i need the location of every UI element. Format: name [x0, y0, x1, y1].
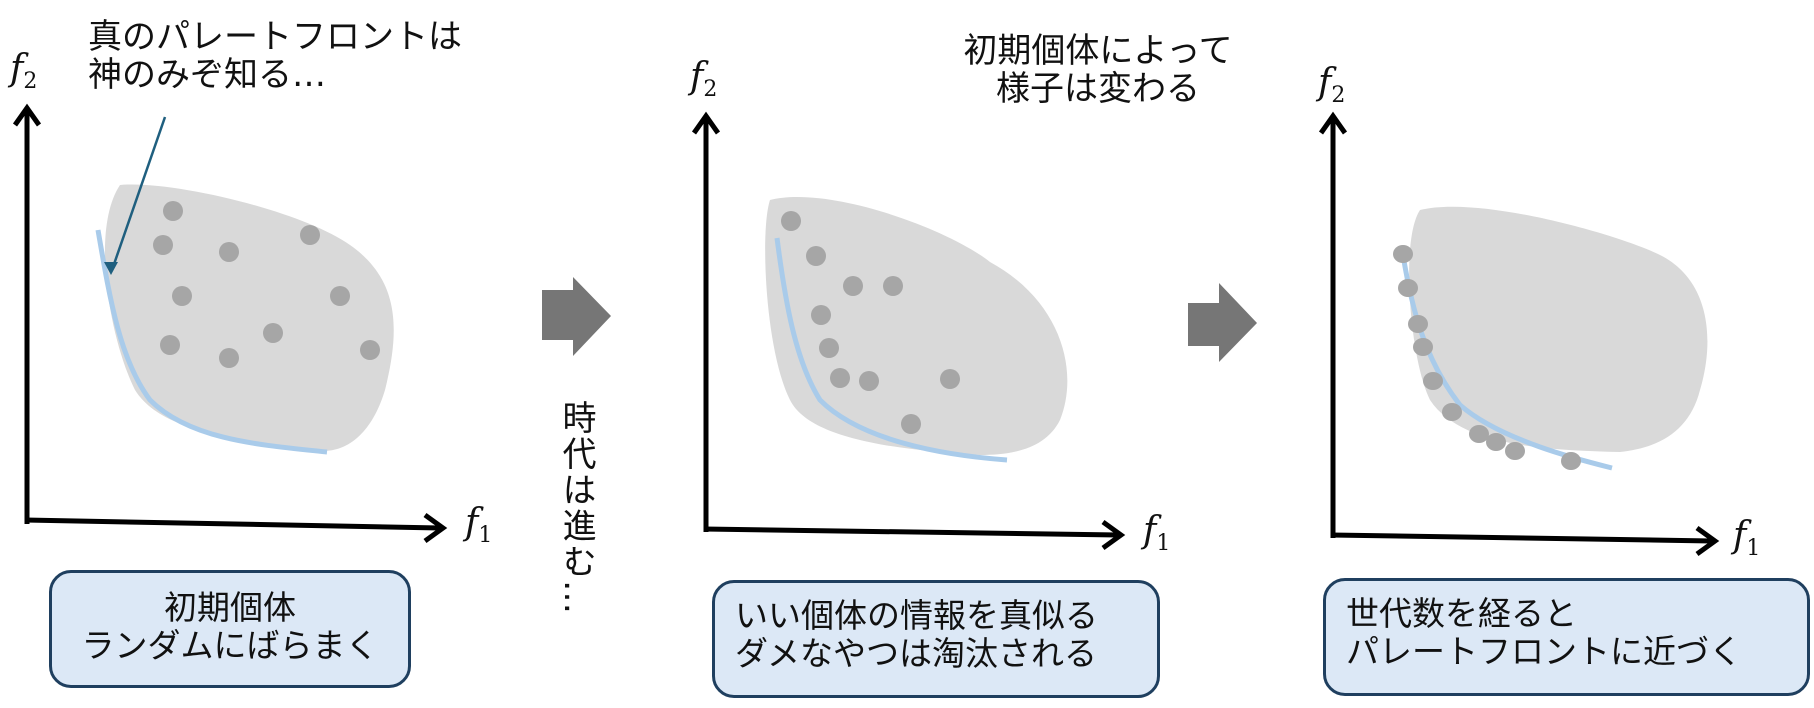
pareto-front-line — [774, 237, 1008, 463]
panel-2-x-axis-label: f1 — [1143, 510, 1171, 557]
pareto-front-line — [95, 229, 328, 455]
pointer-arrow — [110, 116, 167, 271]
panel-3-y-axis-label: f2 — [1318, 62, 1346, 109]
feasible-region — [1409, 206, 1708, 452]
progress-arrow-1 — [542, 277, 611, 356]
panel-2-caption-box: いい個体の情報を真似る ダメなやつは淘汰される — [712, 580, 1160, 698]
panel-2-y-axis-label: f2 — [690, 56, 718, 103]
population-dots — [153, 201, 380, 368]
panel-1-x-axis-label: f1 — [465, 502, 493, 549]
panel-3-caption-box: 世代数を経ると パレートフロントに近づく — [1323, 578, 1810, 696]
feasible-region — [765, 197, 1068, 455]
panel-2-plot — [691, 111, 1126, 551]
initial-dependence-annotation: 初期個体によって 様子は変わる — [963, 31, 1233, 109]
panel-1-plot — [12, 103, 448, 544]
panel-1-y-axis-label: f2 — [10, 48, 38, 95]
panel-3-x-axis-label: f1 — [1733, 515, 1761, 562]
time-passes-label: 時代は進む… — [556, 400, 596, 616]
population-dots — [781, 211, 960, 434]
population-dots — [1393, 245, 1581, 470]
feasible-region — [104, 184, 394, 451]
panel-1-caption-box: 初期個体 ランダムにばらまく — [49, 570, 411, 688]
progress-arrow-2 — [1188, 283, 1257, 362]
panel-3-plot — [1318, 111, 1720, 557]
true-front-annotation: 真のパレートフロントは 神のみぞ知る… — [88, 17, 462, 95]
